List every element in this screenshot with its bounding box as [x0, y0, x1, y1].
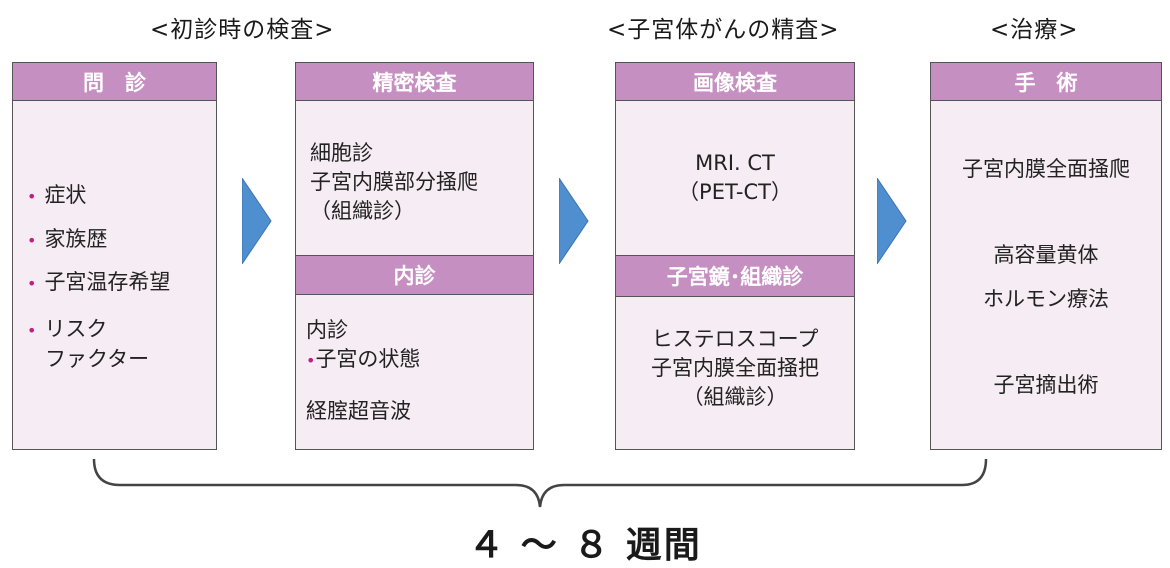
detailed-exam-text: 細胞診 子宮内膜部分掻爬 （組織診） [310, 139, 478, 226]
phase-title-treatment: <治療> [990, 17, 1079, 43]
treatment-line-full-curettage: 子宮内膜全面掻爬 [962, 157, 1130, 181]
interview-box: 問 診 •症状 •家族歴 •子宮温存希望 •リスクファクター [12, 62, 217, 450]
arrow-right-icon [242, 178, 272, 264]
line-mri-ct: MRI. CT [695, 151, 775, 175]
line-cytology: 細胞診 [310, 141, 373, 165]
line-full-curettage: 子宮内膜全面掻把 [651, 356, 819, 380]
duration-label: ４ ～ ８ 週間 [468, 525, 702, 566]
line-histology: （組織診） [682, 385, 788, 409]
internal-exam-header: 内診 [296, 255, 533, 295]
duration-brace [92, 458, 988, 508]
interview-item-fertility-wish: •子宮温存希望 [27, 270, 171, 294]
imaging-header: 画像検査 [616, 63, 854, 101]
line-hysteroscope: ヒステロスコープ [651, 327, 819, 351]
treatment-line-hysterectomy: 子宮摘出術 [993, 373, 1099, 397]
line-pet-ct: （PET-CT） [678, 180, 792, 204]
line-ultrasound: 経腟超音波 [306, 399, 411, 423]
internal-exam-text: 内診 •子宮の状態 経腟超音波 [306, 316, 420, 426]
surgery-header: 手 術 [931, 63, 1161, 101]
interview-item-risk-factor: •リスクファクター [27, 317, 150, 371]
treatment-box: 手 術 子宮内膜全面掻爬 高容量黄体 ホルモン療法 子宮摘出術 [930, 62, 1162, 450]
phase-title-initial: <初診時の検査> [150, 17, 335, 43]
treatment-line-high-dose: 高容量黄体 [993, 243, 1099, 267]
line-partial-curettage: 子宮内膜部分掻爬 [310, 170, 478, 194]
interview-item-family-history: •家族歴 [27, 227, 108, 251]
line-histology: （組織診） [310, 199, 415, 223]
line-uterus-state: •子宮の状態 [306, 347, 421, 371]
imaging-box: 画像検査 MRI. CT （PET-CT） 子宮鏡･組織診 ヒステロスコープ 子… [615, 62, 855, 450]
detailed-exam-header: 精密検査 [296, 63, 533, 101]
imaging-text: MRI. CT （PET-CT） [616, 149, 854, 207]
hysteroscopy-text: ヒステロスコープ 子宮内膜全面掻把 （組織診） [616, 325, 854, 412]
phase-title-detailed: <子宮体がんの精査> [607, 17, 840, 43]
interview-item-symptoms: •症状 [27, 183, 87, 207]
exam-box: 精密検査 細胞診 子宮内膜部分掻爬 （組織診） 内診 内診 •子宮の状態 経腟超… [295, 62, 534, 450]
hysteroscopy-header: 子宮鏡･組織診 [616, 255, 854, 297]
line-internal-exam: 内診 [306, 318, 348, 342]
arrow-right-icon [559, 178, 589, 264]
arrow-right-icon [877, 178, 907, 264]
treatment-line-hormone-therapy: ホルモン療法 [983, 287, 1109, 311]
interview-header: 問 診 [13, 63, 216, 101]
